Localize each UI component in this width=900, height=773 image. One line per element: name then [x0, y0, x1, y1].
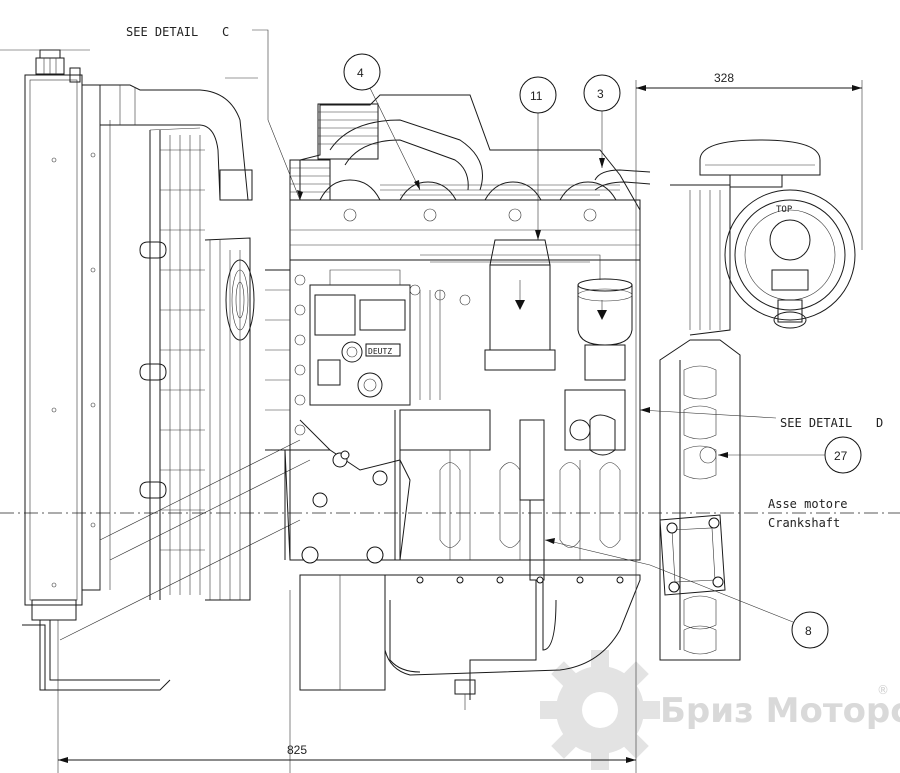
engine-block: DEUTZ — [265, 94, 641, 710]
see-detail-c-label: SEE DETAIL C — [126, 25, 303, 201]
axis-label-line1: Asse motore — [768, 497, 847, 511]
balloon-8: 8 — [544, 538, 829, 649]
upper-hose — [85, 84, 253, 201]
dimension-bottom: 825 — [58, 743, 636, 763]
balloon-4-number: 4 — [357, 66, 364, 80]
dimension-top-value: 328 — [714, 71, 734, 85]
gear-logo-icon — [540, 650, 660, 770]
balloon-3-number: 3 — [597, 87, 604, 101]
balloon-11-number: 11 — [530, 89, 543, 103]
dimension-bottom-value: 825 — [287, 743, 307, 757]
air-filter: TOP — [594, 139, 856, 336]
watermark: Бриз Моторс ® — [540, 650, 900, 770]
watermark-text: Бриз Моторс — [660, 691, 900, 731]
see-detail-d-letter: D — [876, 416, 883, 430]
see-detail-d-label: SEE DETAIL D — [639, 407, 883, 430]
axis-label-line2: Crankshaft — [768, 516, 840, 530]
see-detail-d-text: SEE DETAIL — [780, 416, 852, 430]
balloon-8-number: 8 — [805, 624, 812, 638]
svg-text:DEUTZ: DEUTZ — [368, 347, 392, 356]
balloon-27: 27 — [718, 436, 862, 474]
balloon-4: 4 — [343, 53, 421, 191]
svg-text:TOP: TOP — [776, 205, 793, 215]
fan-guard — [59, 127, 311, 641]
balloon-3: 3 — [583, 74, 621, 168]
dimension-top: 328 — [636, 71, 863, 250]
balloon-11: 11 — [519, 76, 557, 240]
see-detail-c-letter: C — [222, 25, 229, 39]
see-detail-c-text: SEE DETAIL — [126, 25, 198, 39]
radiator — [22, 49, 171, 691]
balloon-27-number: 27 — [834, 449, 848, 463]
crankshaft-axis-label: Asse motore Crankshaft — [768, 497, 847, 530]
fan-pulley — [225, 259, 255, 341]
watermark-registered: ® — [877, 683, 889, 697]
flywheel-housing — [659, 339, 741, 661]
